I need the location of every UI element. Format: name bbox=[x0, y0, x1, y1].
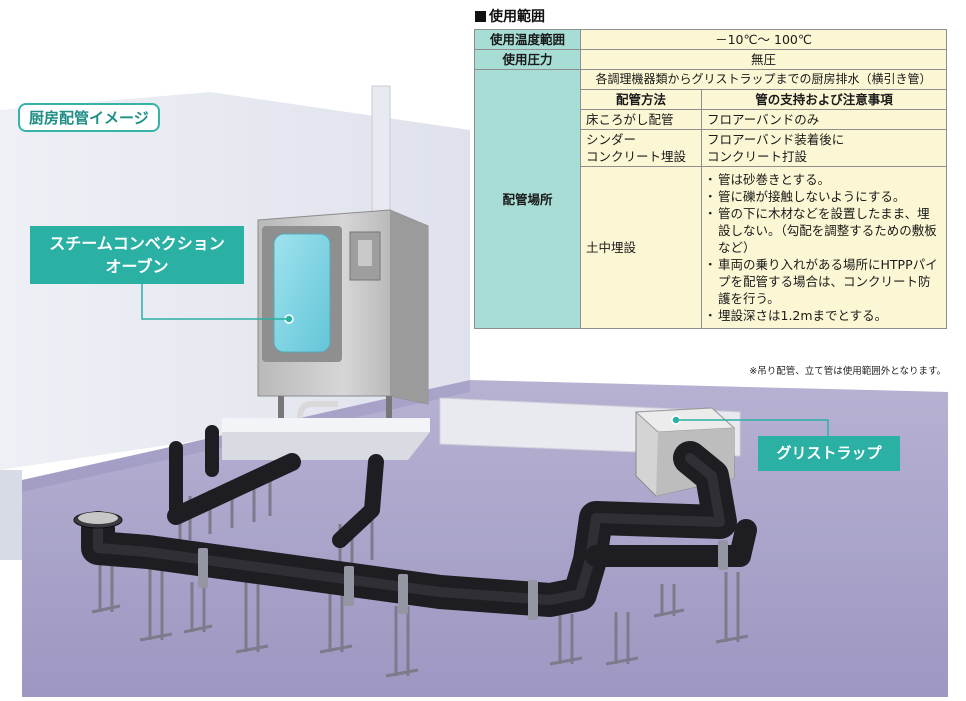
notes-cell: 管は砂巻きとする。 管に礫が接触しないようにする。 管の下に木材などを設置したま… bbox=[701, 166, 947, 329]
pressure-value: 無圧 bbox=[580, 49, 947, 70]
temperature-value: －10℃～ 100℃ bbox=[580, 29, 947, 50]
spec-table-heading-text: 使用範囲 bbox=[489, 9, 545, 25]
method-row: 土中埋設 管は砂巻きとする。 管に礫が接触しないようにする。 管の下に木材などを… bbox=[475, 166, 947, 329]
platform-front bbox=[222, 432, 430, 460]
temperature-label: 使用温度範囲 bbox=[474, 29, 581, 50]
list-item: 埋設深さは1.2mまでとする。 bbox=[704, 307, 941, 324]
method-cell: 床ころがし配管 bbox=[580, 109, 702, 130]
steam-convection-oven bbox=[257, 209, 429, 419]
method-cell: シンダー コンクリート埋設 bbox=[580, 129, 702, 167]
method-line: シンダー bbox=[586, 132, 637, 147]
kitchen-piping-image-tag: 厨房配管イメージ bbox=[18, 103, 160, 132]
list-item: 車両の乗り入れがある場所にHTPPパイプを配管する場合は、コンクリート防護を行う… bbox=[704, 256, 941, 307]
footnote: ※吊り配管、立て管は使用範囲外となります。 bbox=[749, 366, 946, 377]
spec-subheader-row: 配管方法 管の支持および注意事項 bbox=[475, 89, 947, 110]
pipe-couplings bbox=[198, 540, 728, 620]
grease-trap-callout: グリストラップ bbox=[758, 436, 900, 471]
location-label: 配管場所 bbox=[474, 69, 581, 329]
left-wall bbox=[0, 110, 22, 560]
spec-row-temperature: 使用温度範囲 －10℃～ 100℃ bbox=[474, 29, 947, 50]
notes-column-header: 管の支持および注意事項 bbox=[701, 89, 947, 110]
method-cell: 土中埋設 bbox=[580, 166, 702, 329]
oven-callout: スチームコンベクション オーブン bbox=[30, 226, 244, 284]
floor-drain-cap bbox=[78, 512, 118, 524]
notes-line: コンクリート打設 bbox=[707, 149, 808, 164]
pressure-label: 使用圧力 bbox=[474, 49, 581, 70]
notes-cell: フロアーバンドのみ bbox=[701, 109, 947, 130]
list-item: 管は砂巻きとする。 bbox=[704, 171, 941, 188]
square-bullet-icon bbox=[475, 11, 486, 22]
trap-leader-line bbox=[676, 419, 829, 436]
burial-notes-list: 管は砂巻きとする。 管に礫が接触しないようにする。 管の下に木材などを設置したま… bbox=[704, 171, 941, 324]
list-item: 管の下に木材などを設置したまま、埋設しない。（勾配を調整するための敷板など） bbox=[704, 205, 941, 256]
location-description: 各調理機器類からグリストラップまでの厨房排水（横引き管） bbox=[580, 69, 947, 90]
notes-line: フロアーバンド装着後に bbox=[707, 132, 845, 147]
spec-row-pressure: 使用圧力 無圧 bbox=[474, 49, 947, 70]
list-item: 管に礫が接触しないようにする。 bbox=[704, 188, 941, 205]
method-line: コンクリート埋設 bbox=[586, 149, 687, 164]
spec-table: 使用温度範囲 －10℃～ 100℃ 使用圧力 無圧 配管場所 各調理機器類からグ… bbox=[474, 29, 947, 329]
method-column-header: 配管方法 bbox=[580, 89, 702, 110]
pipe-network bbox=[81, 425, 757, 617]
oven-callout-line2: オーブン bbox=[105, 257, 169, 276]
spec-table-heading: 使用範囲 bbox=[475, 6, 545, 26]
spec-row-location-desc: 配管場所 各調理機器類からグリストラップまでの厨房排水（横引き管） bbox=[474, 69, 947, 329]
platform-top bbox=[222, 418, 430, 432]
oven-callout-line1: スチームコンベクション bbox=[49, 234, 225, 253]
notes-cell: フロアーバンド装着後に コンクリート打設 bbox=[701, 129, 947, 167]
